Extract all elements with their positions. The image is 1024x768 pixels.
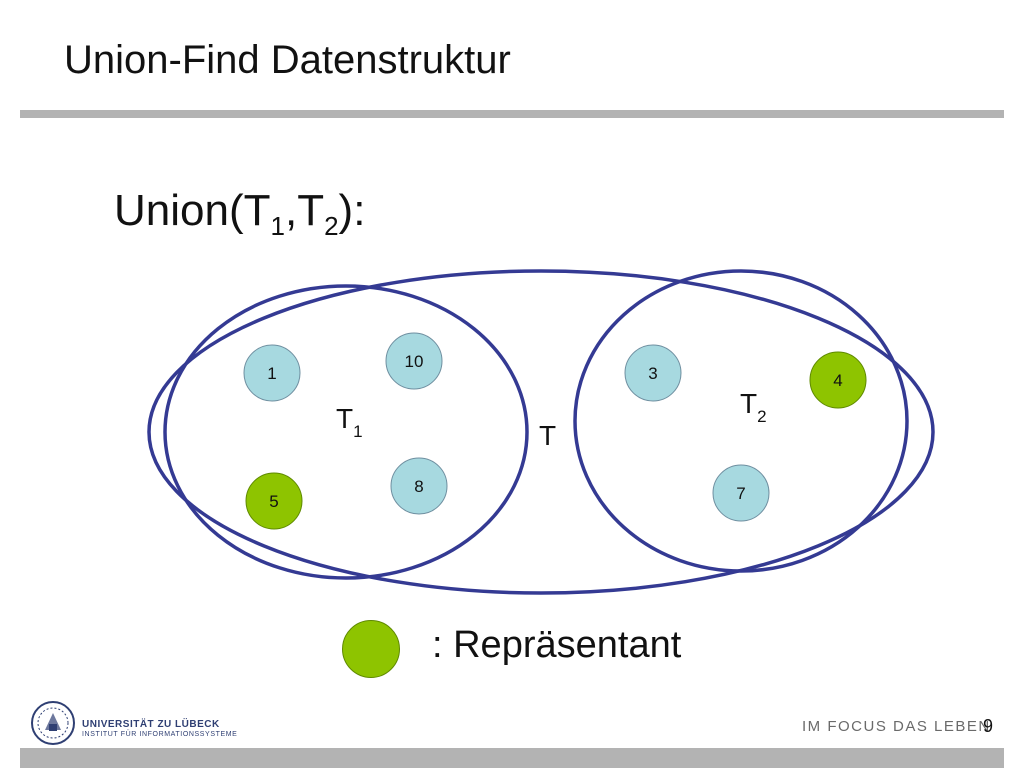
node-5-circle: [245, 472, 303, 530]
node-10-label: 10: [405, 352, 424, 371]
node-3-label: 3: [648, 364, 657, 383]
set-label-t-name: T: [539, 420, 556, 451]
slide-title: Union-Find Datenstruktur: [64, 38, 511, 82]
footer-slogan: IM FOCUS DAS LEBEN: [802, 718, 991, 735]
union-heading: Union(T1,T2):: [114, 186, 366, 239]
node-1-label: 1: [267, 364, 276, 383]
union-sub-1: 1: [270, 211, 285, 241]
union-suffix: ):: [338, 186, 366, 235]
representative-legend-label: : Repräsentant: [432, 624, 682, 666]
node-4-circle: [809, 351, 867, 409]
union-sub-2: 2: [324, 211, 339, 241]
set-label-t1-name: T: [336, 403, 353, 434]
node-1: 1: [243, 344, 301, 402]
node-3-circle: [624, 344, 682, 402]
node-8: 8: [390, 457, 448, 515]
node-7-label: 7: [736, 484, 745, 503]
node-7: 7: [712, 464, 770, 522]
union-prefix: Union(T: [114, 186, 271, 235]
node-5: 5: [245, 472, 303, 530]
title-divider: [20, 110, 1004, 118]
node-1-circle: [243, 344, 301, 402]
node-3: 3: [624, 344, 682, 402]
institute-name: INSTITUT FÜR INFORMATIONSSYSTEME: [82, 731, 238, 738]
node-8-label: 8: [414, 477, 423, 496]
set-label-t2: T2: [740, 388, 767, 426]
page-number: 9: [983, 716, 994, 736]
university-seal-logo: [31, 701, 75, 745]
node-8-circle: [390, 457, 448, 515]
university-name: UNIVERSITÄT ZU LÜBECK: [82, 719, 220, 730]
node-10-circle: [385, 332, 443, 390]
node-4-label: 4: [833, 371, 842, 390]
set-outline-t: [147, 269, 935, 595]
node-5-label: 5: [269, 492, 278, 511]
node-7-circle: [712, 464, 770, 522]
representative-legend-marker: [342, 620, 400, 678]
set-label-t1: T1: [336, 403, 363, 441]
node-10: 10: [385, 332, 443, 390]
set-label-t1-sub: 1: [353, 422, 362, 441]
set-label-t2-sub: 2: [757, 407, 766, 426]
set-outline-t1: [163, 284, 529, 580]
set-label-t: T: [539, 420, 556, 451]
footer-bar: [20, 748, 1004, 768]
union-comma: ,T: [284, 186, 325, 235]
set-outline-t2: [573, 269, 909, 573]
set-label-t2-name: T: [740, 388, 757, 419]
node-4: 4: [809, 351, 867, 409]
